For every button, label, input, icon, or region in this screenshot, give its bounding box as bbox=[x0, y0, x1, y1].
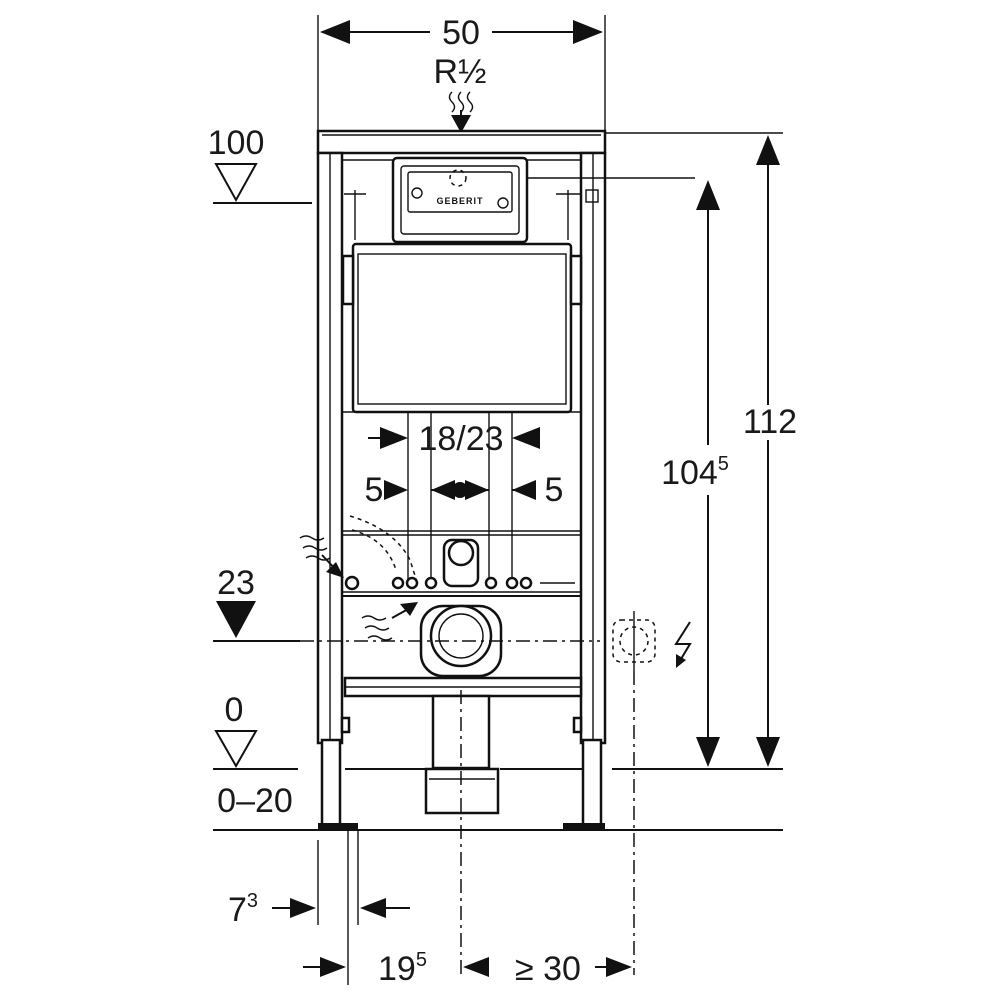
drain-symbol bbox=[361, 602, 418, 641]
level-0-label: 0 bbox=[225, 691, 244, 729]
spacing-5-left-label: 5 bbox=[365, 471, 384, 509]
center-point bbox=[452, 482, 468, 498]
height-112-label: 112 bbox=[743, 403, 797, 441]
floor-lines bbox=[213, 768, 783, 831]
installation-frame bbox=[316, 129, 607, 830]
bottom-extension-lines bbox=[317, 830, 359, 985]
spacing-18-23-dimension: 18/23 bbox=[368, 420, 540, 458]
foot-7-label: 73 bbox=[228, 890, 258, 929]
height-112-dimension: 112 bbox=[605, 132, 797, 767]
cistern: GEBERIT bbox=[341, 156, 599, 414]
height-104-dimension: 1045 bbox=[661, 180, 729, 767]
level-100-label: 100 bbox=[208, 124, 265, 162]
width-dimension: 50 bbox=[317, 14, 606, 130]
foot-19-label: 195 bbox=[378, 949, 427, 988]
level-23-label: 23 bbox=[217, 564, 255, 602]
cistern-tank bbox=[351, 242, 573, 414]
lower-frame bbox=[342, 411, 581, 591]
level-0-marker: 0 0–20 bbox=[213, 691, 298, 820]
inlet-arrow bbox=[451, 115, 471, 133]
electrical-box bbox=[612, 611, 692, 975]
foot-19-dimension: 195 bbox=[303, 949, 427, 988]
logo-text: GEBERIT bbox=[436, 196, 483, 206]
width-label: 50 bbox=[442, 14, 480, 52]
floor-range-label: 0–20 bbox=[217, 782, 293, 820]
height-104-label: 1045 bbox=[661, 453, 729, 492]
min-30-label: ≥ 30 bbox=[515, 950, 581, 988]
spacing-18-23-label: 18/23 bbox=[418, 420, 503, 458]
level-100-marker: 100 bbox=[208, 124, 312, 204]
spacing-5-right-label: 5 bbox=[545, 471, 564, 509]
foot-7-dimension: 73 bbox=[228, 890, 410, 929]
spacing-5-dimension: 5 5 bbox=[365, 471, 564, 509]
connection-label: R½ bbox=[434, 53, 487, 91]
flush-plate bbox=[391, 156, 529, 244]
level-23-marker: 23 bbox=[213, 564, 300, 642]
water-supply-symbol bbox=[299, 535, 344, 578]
water-inlet: R½ bbox=[434, 53, 487, 133]
min-30-dimension: ≥ 30 bbox=[463, 950, 632, 988]
